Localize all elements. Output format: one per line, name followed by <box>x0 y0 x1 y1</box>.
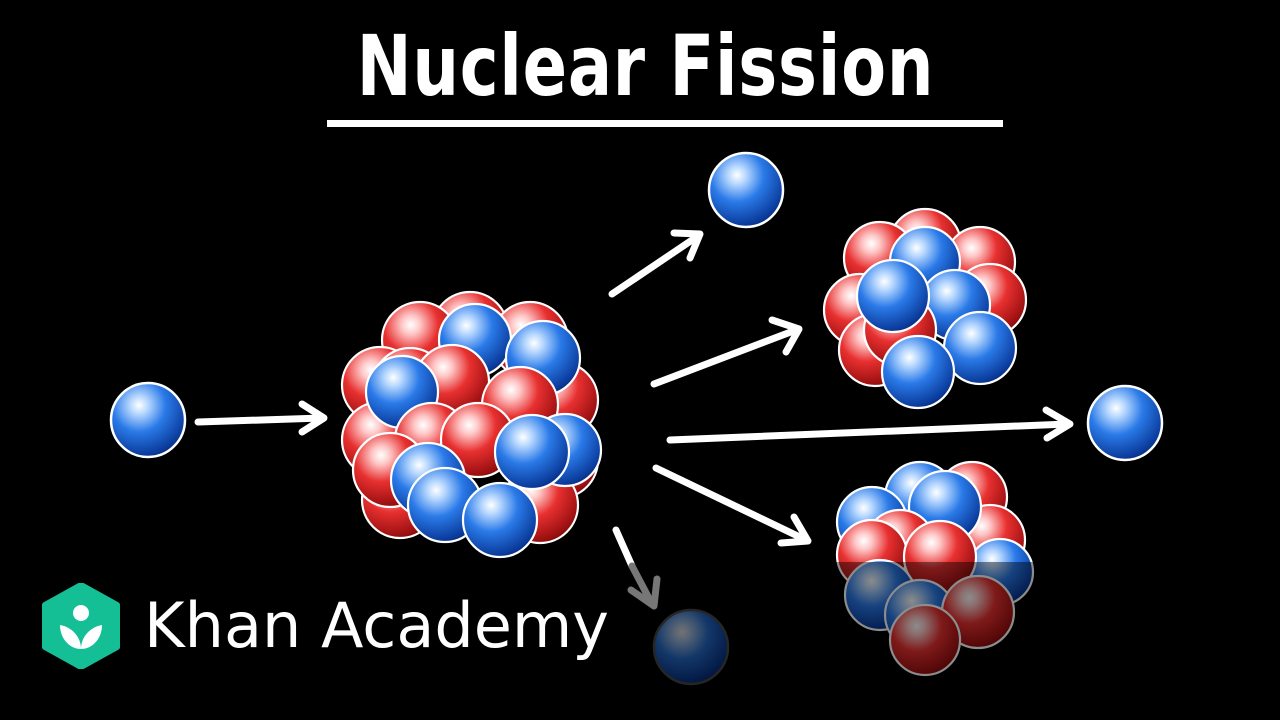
fade-overlay <box>820 562 1060 682</box>
arrow-to-lower-fragment <box>652 464 810 544</box>
emitted-neutron-top <box>707 151 785 229</box>
arrow-incoming-head <box>298 400 328 436</box>
arrow-to-upper-fragment <box>650 326 800 388</box>
page-title: Nuclear Fission <box>356 17 935 115</box>
uranium-nucleus <box>340 290 603 559</box>
incoming-neutron <box>109 381 187 459</box>
emitted-neutron-bottom <box>652 608 730 686</box>
arrow-to-top-neutron <box>608 232 702 298</box>
arrow-to-bottom-neutron <box>612 526 661 610</box>
brand: Khan Academy <box>38 583 609 669</box>
arrows <box>194 229 1074 547</box>
arrow-to-right-neutron <box>666 420 1072 444</box>
khan-academy-leaf-icon <box>42 583 120 669</box>
title-underline <box>327 120 1003 127</box>
emitted-neutron-right <box>1086 384 1164 462</box>
arrow-incoming <box>194 414 326 426</box>
brand-name: Khan Academy <box>144 589 609 662</box>
fragment-nucleus-lower <box>835 460 1035 677</box>
fragment-nucleus-upper <box>822 207 1028 410</box>
